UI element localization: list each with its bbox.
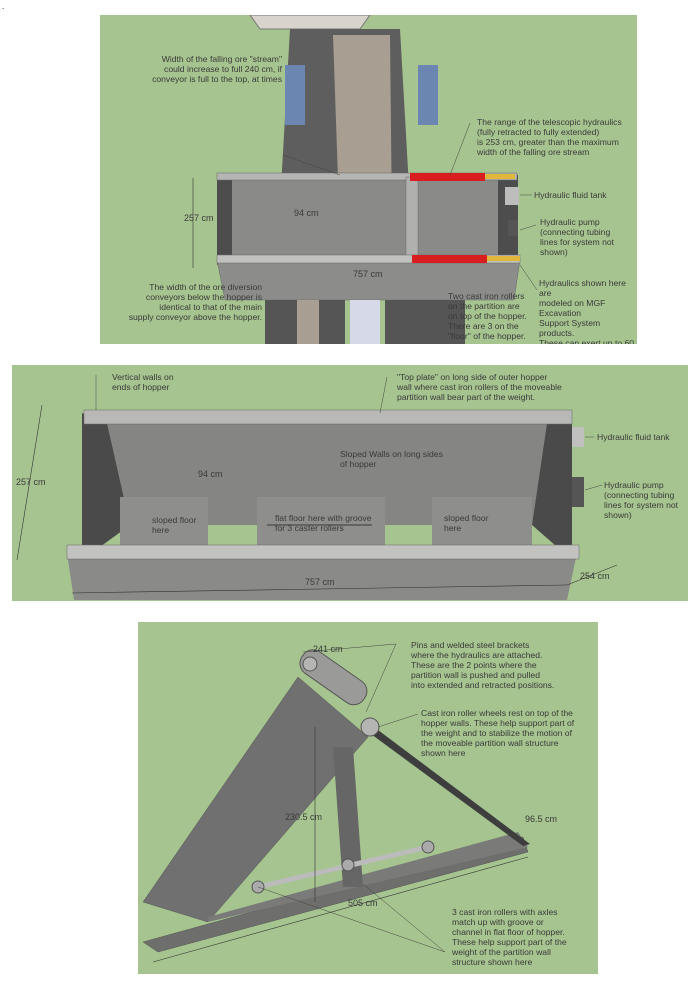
hopper-end-wall-left <box>217 175 232 265</box>
label-fluid-tank: Hydraulic fluid tank <box>597 432 670 442</box>
hopper-front-wall <box>67 553 577 600</box>
conveyor-drum <box>249 15 371 30</box>
dim-length: 757 cm <box>305 577 335 587</box>
label-top-plate: "Top plate" on long side of outer hopper… <box>397 372 562 402</box>
dim-height: 257 cm <box>184 213 214 223</box>
dim-line-length <box>152 856 529 963</box>
leader-pump <box>584 484 603 491</box>
hopper-end-wall-right <box>532 413 572 560</box>
label-partition-rollers: Two cast iron rollers on the partition a… <box>448 291 527 341</box>
conveyor-rails-center <box>350 300 380 344</box>
hopper-front-rail <box>66 544 580 560</box>
partition-wall-render <box>142 643 530 963</box>
label-vertical-walls: Vertical walls on ends of hopper <box>112 372 174 392</box>
top-plate-rail <box>83 409 573 425</box>
dim-line-width <box>566 564 618 586</box>
dim-line-length <box>71 584 568 594</box>
hopper-inner <box>220 180 510 260</box>
hydraulic-fluid-tank <box>572 427 584 447</box>
panel-partition-wall: Pins and welded steel brackets where the… <box>138 622 598 974</box>
hopper-end-wall-left <box>82 413 130 560</box>
diversion-ore-left <box>297 300 319 344</box>
diagonal-brace <box>371 730 530 846</box>
label-pins-brackets: Pins and welded steel brackets where the… <box>411 640 555 690</box>
label-hydraulic-pump: Hydraulic pump (connecting tubing lines … <box>540 217 615 257</box>
partition-wall-beam <box>405 176 419 264</box>
leader-hydraulics <box>519 264 538 291</box>
leader-pump <box>519 224 537 231</box>
floor-roller-3 <box>421 840 435 854</box>
label-floor-rollers: 3 cast iron rollers with axles match up … <box>452 907 567 967</box>
dim-width: 254 cm <box>580 571 610 581</box>
hopper-top-rail <box>216 172 518 181</box>
label-roller-wheels: Cast iron roller wheels rest on top of t… <box>421 708 575 758</box>
sloped-partition-face <box>142 676 369 923</box>
floor-roller-2 <box>341 858 355 872</box>
dim-length: 757 cm <box>353 269 383 279</box>
leader-pins-2 <box>365 643 397 713</box>
label-sloped-floor-right: sloped floor here <box>444 513 489 533</box>
hydraulic-fluid-tank <box>505 187 519 205</box>
dim-depth: 96.5 cm <box>525 814 558 824</box>
hydraulic-rod-top <box>485 174 515 179</box>
leader-floor-rollers-2 <box>362 883 446 953</box>
leader-roller-wheels <box>377 713 419 728</box>
label-flat-floor: flat floor here with groove for 3 caster… <box>275 513 372 533</box>
partition-base-top <box>208 832 528 922</box>
hydraulic-cylinder-bottom <box>412 255 487 263</box>
diversion-conveyor-right <box>385 300 465 344</box>
dim-top: 241 cm <box>313 644 343 654</box>
label-hydraulic-range: The range of the telescopic hydraulics (… <box>477 117 622 157</box>
conveyor-support-left <box>285 65 305 125</box>
label-ore-stream: Width of the falling ore "stream" could … <box>152 54 282 84</box>
floor-flat <box>257 497 385 549</box>
roller-wheel-top <box>302 656 318 672</box>
roller-wheel-bottom <box>360 717 380 737</box>
label-diversion-conveyors: The width of the ore diversion conveyors… <box>128 282 262 322</box>
hopper-conveyor-render <box>192 15 538 344</box>
dim-inner: 94 cm <box>198 469 223 479</box>
floor-sloped-right <box>432 497 532 549</box>
leader-ore <box>282 154 341 176</box>
label-fluid-tank: Hydraulic fluid tank <box>534 190 607 200</box>
dim-inner: 94 cm <box>294 208 319 218</box>
conveyor-support-right <box>418 65 438 125</box>
hopper-render <box>16 375 618 600</box>
label-hydraulic-pump: Hydraulic pump (connecting tubing lines … <box>604 480 679 520</box>
label-sloped-walls: Sloped Walls on long sides of hopper <box>340 449 443 469</box>
hydraulic-rod-bottom <box>487 256 520 261</box>
label-hydraulics-model: Hydraulics shown here are modeled on MGF… <box>539 278 635 344</box>
floor-sloped-left <box>120 497 208 549</box>
vertical-strut <box>333 747 363 887</box>
stray-dot: . <box>2 2 5 11</box>
leader-floor-rollers-1 <box>257 886 446 953</box>
dim-height: 257 cm <box>16 477 46 487</box>
dim-line-height <box>16 404 43 561</box>
leader-range <box>449 122 471 176</box>
panel-hopper-with-conveyors: Width of the falling ore "stream" could … <box>100 15 637 344</box>
hydraulic-pump <box>572 477 584 507</box>
hydraulic-pump <box>508 220 518 236</box>
hydraulic-cylinder-top <box>410 173 485 181</box>
dim-height: 230.5 cm <box>285 812 323 822</box>
dim-length: 505 cm <box>348 898 378 908</box>
label-sloped-floor-left: sloped floor here <box>152 515 197 535</box>
leader-top-plate <box>379 376 388 414</box>
panel-hopper-overview: Vertical walls on ends of hopper "Top pl… <box>12 365 688 601</box>
leader-pins-1 <box>302 643 397 653</box>
